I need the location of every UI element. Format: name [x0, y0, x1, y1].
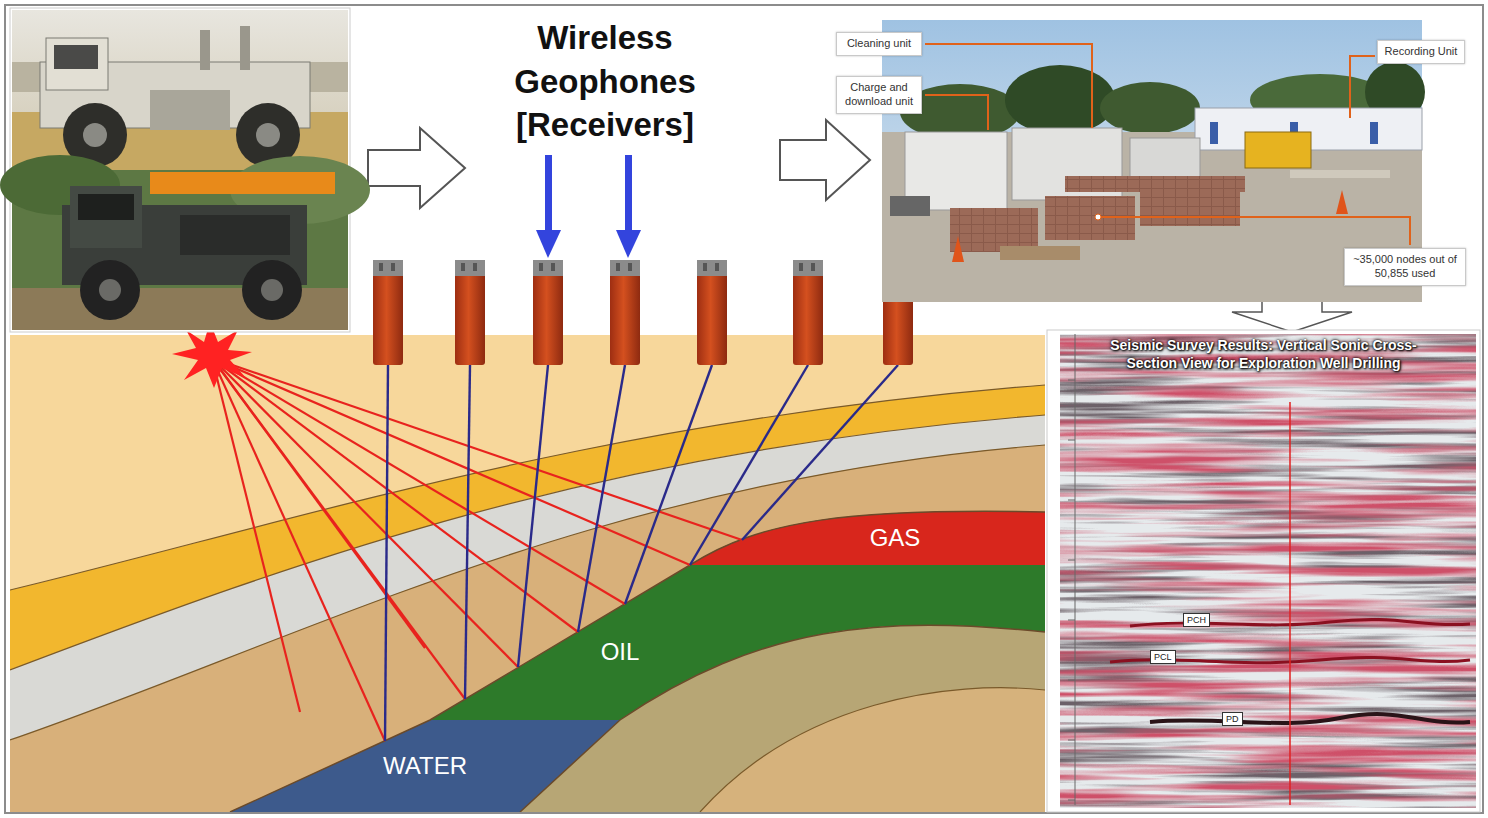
- seismic-panel: Seismic Survey Results: Vertical Sonic C…: [1047, 330, 1480, 812]
- callout-box: Recording Unit: [1377, 40, 1465, 64]
- cross-section: [10, 335, 1045, 812]
- callout-text: Charge and download unit: [842, 81, 916, 109]
- flow-arrow: [780, 120, 870, 200]
- marker-label: PCL: [1150, 650, 1176, 664]
- geophones: [373, 260, 913, 365]
- outer-frame: [5, 5, 1483, 813]
- flow-arrow: [1232, 300, 1352, 332]
- diagram-title: Wireless Geophones [Receivers]: [490, 16, 720, 147]
- flow-arrow: [368, 128, 465, 208]
- leader-lines: [925, 44, 1410, 245]
- callout-box: ~35,000 nodes out of 50,855 used: [1344, 248, 1466, 286]
- marker-label: PCH: [1183, 613, 1210, 627]
- panel-heading: Seismic Survey Results: Vertical Sonic C…: [1097, 336, 1430, 372]
- gas-zone: GAS: [850, 522, 940, 554]
- marker-label: PD: [1222, 712, 1243, 726]
- callout-text: ~35,000 nodes out of 50,855 used: [1350, 253, 1460, 281]
- water-zone: WATER: [365, 750, 485, 782]
- callout-text: Cleaning unit: [842, 37, 916, 51]
- seismic-section: [1047, 330, 1480, 812]
- source-rays: [212, 358, 742, 741]
- zone-label: OIL: [601, 638, 640, 666]
- pointer-arrows: [536, 155, 641, 258]
- zone-label: WATER: [383, 752, 467, 780]
- callout-box: Charge and download unit: [836, 76, 922, 114]
- vibroseis-truck-photos: [0, 8, 370, 332]
- oil-zone: OIL: [580, 636, 660, 668]
- leader-dot: [1095, 214, 1101, 220]
- callout-box: Cleaning unit: [836, 32, 922, 56]
- reflected-rays: [385, 365, 898, 741]
- callout-text: Recording Unit: [1383, 45, 1459, 59]
- zone-label: GAS: [870, 524, 921, 552]
